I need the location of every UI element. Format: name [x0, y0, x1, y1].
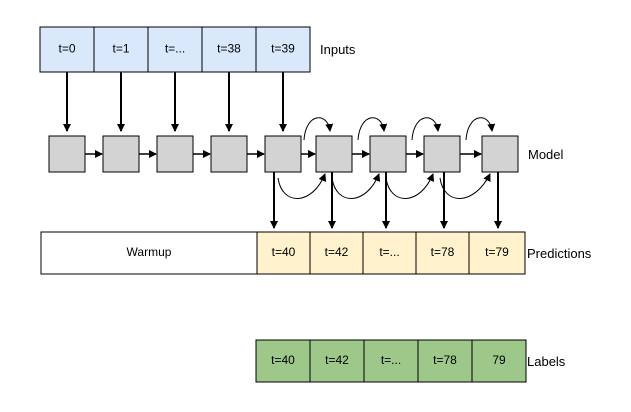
prediction-cell: t=...	[362, 231, 417, 275]
prediction-arrows	[270, 172, 502, 229]
input-label: t=39	[271, 42, 295, 56]
prediction-cell: t=42	[309, 231, 364, 275]
input-label: t=...	[165, 42, 185, 56]
model-row-label: Model	[528, 147, 564, 162]
predictions-row: Warmup t=40 t=42 t=... t=78 t=79	[40, 231, 526, 275]
prediction-label: t=79	[485, 245, 509, 259]
input-cell: t=0	[39, 26, 95, 73]
model-cell	[481, 135, 519, 173]
model-cell	[423, 135, 461, 173]
model-cell	[264, 135, 302, 173]
label-value: 79	[492, 353, 506, 367]
inputs-row-label: Inputs	[320, 42, 356, 57]
labels-row-label: Labels	[527, 354, 566, 369]
label-value: t=...	[381, 353, 401, 367]
loop-arrow	[465, 117, 496, 141]
loop-arrow	[385, 173, 435, 199]
prediction-label: t=78	[431, 245, 455, 259]
prediction-label: t=40	[272, 245, 296, 259]
predictions-row-label: Predictions	[527, 246, 592, 261]
prediction-cell: t=40	[256, 231, 311, 275]
input-cell: t=38	[201, 26, 257, 73]
input-label: t=1	[112, 42, 129, 56]
inputs-row: t=0 t=1 t=... t=38 t=39	[39, 26, 311, 73]
input-cell: t=39	[255, 26, 311, 73]
loop-arrow	[439, 173, 491, 199]
feedback-loops-bottom	[277, 173, 491, 199]
model-cell	[315, 135, 353, 173]
warmup-label: Warmup	[127, 245, 172, 259]
model-cell	[102, 135, 140, 173]
loop-arrow	[303, 117, 334, 141]
input-label: t=0	[58, 42, 75, 56]
input-cell: t=...	[147, 26, 203, 73]
loop-arrow	[331, 173, 381, 199]
input-cell: t=1	[93, 26, 149, 73]
label-cell: t=40	[255, 339, 311, 383]
prediction-cell: t=79	[468, 231, 526, 275]
label-value: t=40	[271, 353, 295, 367]
prediction-label: t=...	[379, 245, 399, 259]
prediction-label: t=42	[325, 245, 349, 259]
label-cell: t=...	[363, 339, 419, 383]
model-cell	[369, 135, 407, 173]
prediction-cell: t=78	[415, 231, 470, 275]
input-arrows	[63, 72, 287, 132]
label-value: t=42	[325, 353, 349, 367]
loop-arrow	[411, 117, 442, 141]
labels-row: t=40 t=42 t=... t=78 79	[255, 339, 527, 383]
label-cell: t=42	[309, 339, 365, 383]
loop-arrow	[277, 173, 327, 199]
model-row	[48, 135, 519, 173]
model-cell	[156, 135, 194, 173]
loop-arrow	[357, 117, 388, 141]
feedback-loops-top	[303, 117, 496, 141]
model-cell	[48, 135, 86, 173]
model-cell	[210, 135, 248, 173]
label-cell: 79	[471, 339, 527, 383]
input-label: t=38	[217, 42, 241, 56]
label-value: t=78	[433, 353, 457, 367]
label-cell: t=78	[417, 339, 473, 383]
warmup-cell: Warmup	[40, 231, 258, 275]
